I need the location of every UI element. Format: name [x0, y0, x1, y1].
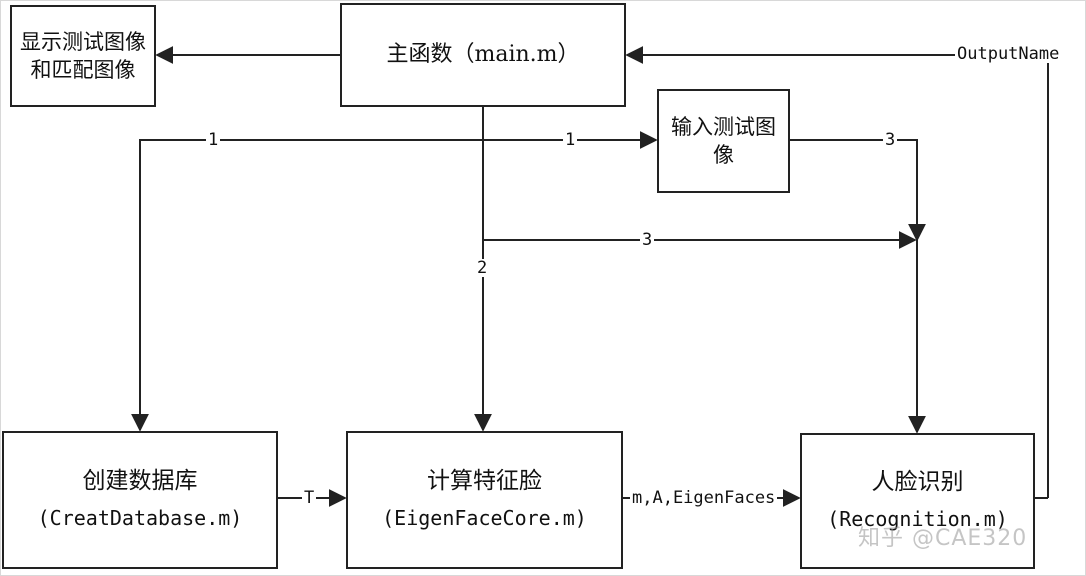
input-test-image-box: 输入测试图 像: [657, 89, 790, 193]
watermark: 知乎 @CAE320: [858, 526, 1028, 551]
main-box-title: 主函数（main.m）: [386, 42, 580, 67]
recognition-box: 人脸识别 (Recognition.m): [800, 433, 1035, 569]
eigenface-core-box: 计算特征脸 (EigenFaceCore.m): [346, 431, 623, 569]
display-images-box: 显示测试图像 和匹配图像: [10, 5, 156, 107]
input-box-line1: 输入测试图: [671, 115, 776, 139]
eigen-box-title: 计算特征脸: [427, 468, 542, 494]
label-main-to-recog: 3: [640, 230, 655, 250]
label-input-to-recog: 3: [883, 130, 898, 150]
output-name-label: OutputName: [955, 44, 1062, 64]
label-main-to-eigen: 2: [475, 258, 490, 278]
input-box-line2: 像: [713, 143, 734, 167]
create-box-title: 创建数据库: [82, 468, 198, 494]
arrow-input-to-recog: [789, 139, 926, 242]
label-eigen-to-recog: m,A,EigenFaces: [630, 488, 778, 508]
display-box-line2: 和匹配图像: [30, 58, 136, 82]
create-box-file: (CreatDatabase.m): [37, 506, 243, 530]
label-create-to-eigen: T: [302, 488, 317, 508]
main-function-box: 主函数（main.m）: [340, 3, 626, 107]
arrow-main-to-create: [131, 107, 484, 432]
recog-box-title: 人脸识别: [871, 469, 964, 495]
recog-box-file: (Recognition.m): [827, 507, 1008, 531]
label-main-to-input: 1: [563, 130, 578, 150]
label-main-to-create: 1: [206, 130, 221, 150]
create-database-box: 创建数据库 (CreatDatabase.m): [2, 431, 278, 569]
eigen-box-file: (EigenFaceCore.m): [382, 506, 587, 530]
display-box-line1: 显示测试图像: [20, 30, 146, 54]
